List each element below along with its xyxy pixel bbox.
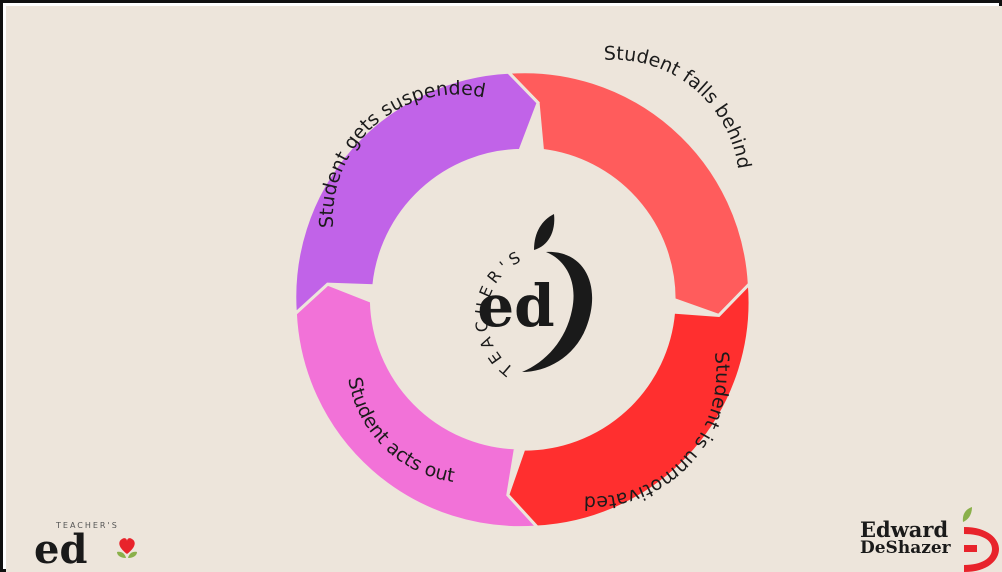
- heart-icon: [119, 538, 135, 554]
- segment-suspended: [293, 70, 540, 317]
- segment-falls-behind: [505, 70, 751, 318]
- center-logo-leaf-icon: [534, 214, 555, 250]
- center-logo: TEACHER'S ed: [471, 214, 593, 380]
- leaf-right-icon: [128, 551, 137, 558]
- brand-left-ed: ed: [34, 526, 87, 572]
- segment-unmotivated: [506, 280, 752, 529]
- cycle-diagram: Student falls behind Student is unmotiva…: [34, 43, 999, 572]
- d-bar-icon: [964, 545, 977, 552]
- brand-right-line1: Edward: [860, 517, 949, 542]
- brand-right-line2: DeShazer: [860, 538, 951, 558]
- slide: Student falls behind Student is unmotiva…: [6, 6, 1002, 572]
- leaf-icon: [962, 507, 972, 522]
- brand-logo-left: TEACHER'S ed: [34, 521, 137, 572]
- brand-logo-right-icon: [962, 507, 999, 572]
- center-logo-apple-swoosh-icon: [522, 251, 593, 372]
- d-swoosh-icon: [964, 527, 999, 572]
- brand-left-small-text: TEACHER'S: [55, 521, 119, 530]
- brand-logo-right-text: Edward DeShazer: [860, 517, 951, 558]
- center-logo-ed: ed: [477, 272, 554, 340]
- leaf-left-icon: [117, 551, 126, 558]
